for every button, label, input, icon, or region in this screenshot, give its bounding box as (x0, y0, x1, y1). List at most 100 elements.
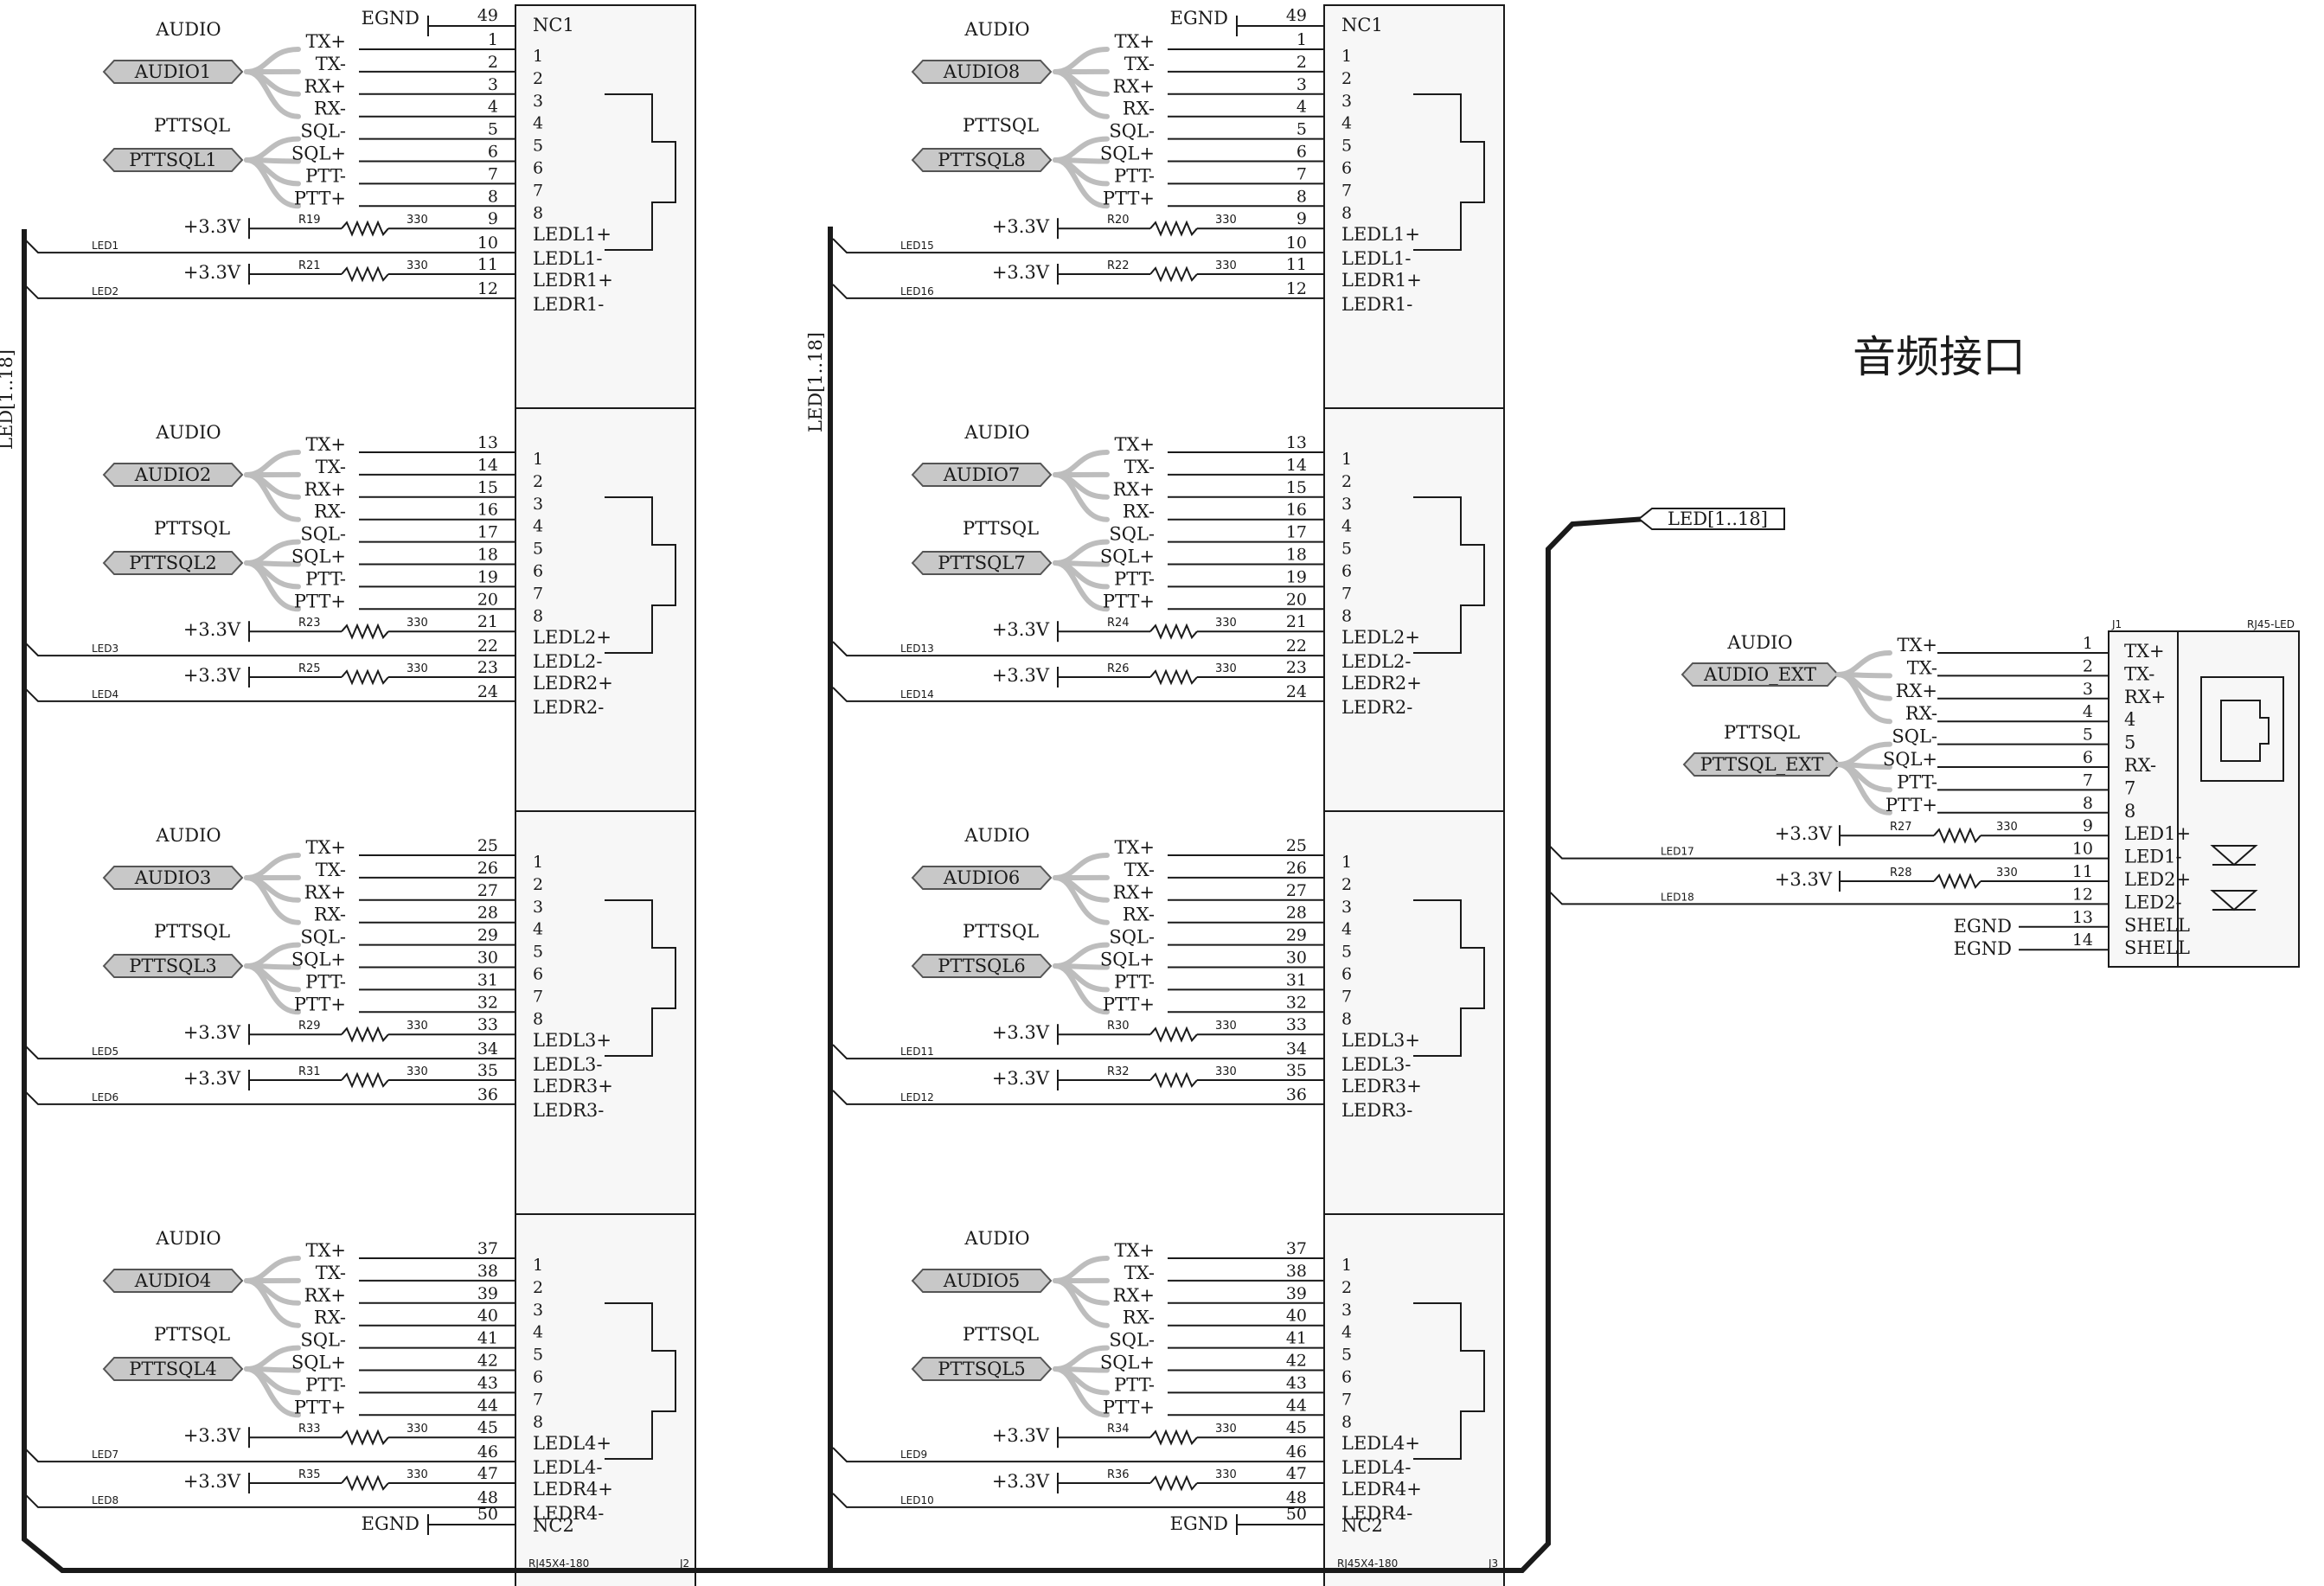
pin-number: 15 (477, 478, 498, 497)
resistor-value: 330 (1996, 821, 2018, 834)
pin-number: 38 (477, 1262, 498, 1281)
resistor-value: 330 (1215, 1020, 1237, 1033)
signal-label: TX+ (305, 434, 346, 455)
signal-label: SQL- (300, 524, 346, 545)
power-label: +3.3V (183, 1022, 241, 1043)
connector-pin-label: 1 (1341, 450, 1352, 469)
connector-section (1323, 810, 1505, 1215)
connector-pin-label: 1 (533, 853, 543, 872)
pin-number: 30 (1286, 949, 1307, 968)
pin-number: 18 (1286, 546, 1307, 565)
led-net-line (23, 687, 515, 702)
connector-pin-label: 8 (1341, 1009, 1352, 1028)
pin-number: 11 (2072, 862, 2093, 881)
harness-bundle (1053, 450, 1110, 477)
pin-number: 6 (488, 143, 498, 162)
audio-title: AUDIO (155, 422, 221, 443)
pttsql-port (911, 551, 1053, 575)
pin-number: 44 (477, 1396, 498, 1415)
connector-pin-label: 8 (1341, 1412, 1352, 1431)
connector-section (515, 1213, 696, 1586)
led-bus-right (830, 516, 1647, 1573)
pin-number: 10 (2072, 840, 2093, 859)
connector-section (1323, 1213, 1505, 1586)
connector-pin-label: 5 (533, 1346, 543, 1365)
pin-number: 3 (1296, 75, 1307, 94)
pin-number: 20 (477, 590, 498, 609)
pttsql-port-label: PTTSQL6 (938, 956, 1025, 976)
pin-number: 8 (2083, 794, 2093, 813)
pttsql-port-label: PTTSQL1 (129, 150, 216, 170)
harness-bundle (1053, 1366, 1110, 1418)
connector-section (515, 407, 696, 812)
connector-pin-label: 7 (1341, 181, 1352, 200)
pttsql-title: PTTSQL (1724, 722, 1800, 743)
pin-number: 14 (477, 456, 498, 475)
egnd-label: EGND (1170, 1513, 1228, 1534)
rj45-pin-label: LED1+ (2124, 823, 2191, 844)
pin-number: 29 (1286, 926, 1307, 945)
pin-number: 25 (1286, 836, 1307, 855)
connector-pin-label: LEDL1+ (1341, 224, 1420, 245)
connector-part-label: RJ45X4-180 (1337, 1557, 1398, 1570)
signal-label: TX+ (1897, 635, 1937, 656)
connector-pin-label: LEDR1+ (533, 270, 613, 291)
pin-number: 9 (2083, 816, 2093, 835)
power-label: +3.3V (992, 216, 1050, 237)
audio-port (911, 60, 1053, 84)
rj45-jack-inner (2220, 700, 2270, 762)
resistor-ref: R33 (298, 1423, 321, 1436)
signal-label: RX- (314, 1308, 346, 1328)
signal-label: SQL- (1109, 524, 1155, 545)
connector-pin-label: LEDR4+ (1341, 1479, 1422, 1500)
signal-label: PTT+ (1103, 1397, 1155, 1417)
connector-pin-label: LEDR2- (533, 697, 604, 718)
signal-label: SQL- (300, 927, 346, 948)
connector-ref-label: J2 (679, 1557, 689, 1570)
led-net-label: LED4 (92, 688, 118, 700)
rj45-pin-label: 4 (2124, 709, 2135, 730)
signal-label: RX- (1123, 1308, 1155, 1328)
connector-pin-label: 3 (1341, 1301, 1352, 1320)
pin-number: 41 (1286, 1329, 1307, 1348)
harness-bundle (244, 1278, 301, 1328)
signal-label: TX+ (305, 837, 346, 858)
resistor-ref: R20 (1107, 214, 1130, 227)
power-label: +3.3V (183, 1471, 241, 1492)
connector-pin-label: LEDR3+ (1341, 1076, 1422, 1097)
diagram-title: 音频接口 (1853, 332, 2026, 382)
led-net-line (832, 238, 1324, 254)
pin-number: 44 (1286, 1396, 1307, 1415)
resistor-symbol (341, 265, 389, 283)
pin-number: 24 (1286, 682, 1307, 701)
connector-pin-label: 6 (1341, 159, 1352, 178)
signal-label: TX- (1124, 860, 1155, 880)
signal-label: SQL+ (1100, 144, 1155, 164)
led-net-line (832, 687, 1324, 702)
nc-label: NC1 (1341, 15, 1383, 35)
power-label: +3.3V (992, 262, 1050, 283)
pin-number: 3 (488, 75, 498, 94)
signal-label: PTT- (305, 971, 346, 992)
signal-label: TX+ (305, 1240, 346, 1261)
led-bus-left (22, 227, 833, 1573)
egnd-label: EGND (362, 8, 419, 29)
resistor-ref: R28 (1890, 867, 1912, 879)
pin-number: 46 (477, 1442, 498, 1461)
jack-outline (605, 496, 676, 654)
pin-number: 1 (1296, 30, 1307, 49)
signal-label: RX+ (1113, 479, 1155, 500)
power-label: +3.3V (183, 665, 241, 686)
pin-number: 45 (1286, 1418, 1307, 1437)
audio-port (911, 1269, 1053, 1293)
signal-label: PTT- (1114, 1374, 1155, 1395)
led-net-label: LED18 (1661, 891, 1694, 903)
pttsql-port-label: PTTSQL2 (129, 553, 216, 573)
pin-number: 11 (477, 255, 498, 274)
pin-number: 30 (477, 949, 498, 968)
pttsql-port-label: PTTSQL7 (938, 553, 1025, 573)
signal-label: RX- (314, 99, 346, 119)
led-net-label: LED2 (92, 285, 118, 297)
power-label: +3.3V (183, 1068, 241, 1089)
pin-number: 2 (1296, 53, 1307, 72)
